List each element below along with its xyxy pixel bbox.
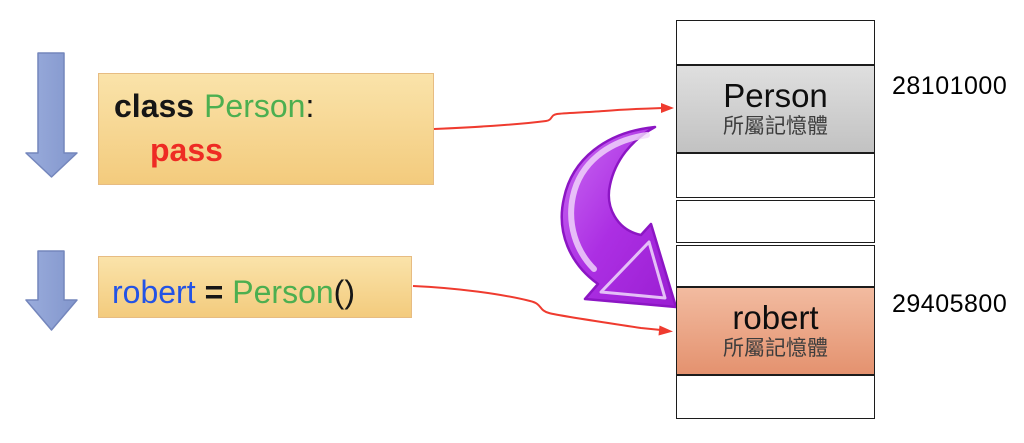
memory-cell-empty — [676, 20, 875, 65]
memory-cell-sublabel: 所屬記憶體 — [723, 337, 828, 360]
memory-cell-empty — [676, 375, 875, 419]
down-arrow-icon — [25, 52, 78, 178]
memory-cell-empty — [676, 153, 875, 198]
code-token-parens: () — [333, 274, 355, 310]
code-token-class-name: Person — [204, 88, 306, 124]
connector-arrow-icon — [412, 285, 673, 336]
code-token-keyword: class — [114, 88, 195, 124]
code-token-class-name: Person — [232, 274, 334, 310]
down-arrow-icon — [25, 250, 78, 331]
code-token-pass: pass — [150, 132, 223, 168]
connector-arrow-icon — [433, 103, 674, 130]
code-token-colon: : — [305, 88, 315, 124]
memory-cell-label: robert — [732, 299, 819, 336]
code-line: robert=Person() — [112, 270, 355, 314]
code-token-variable: robert — [112, 274, 196, 310]
memory-cell-label: Person — [723, 77, 828, 114]
memory-cell-sublabel: 所屬記憶體 — [723, 115, 828, 138]
memory-address-robert: 29405800 — [892, 290, 1008, 318]
memory-address-person: 28101000 — [892, 72, 1008, 100]
memory-cell-empty — [676, 200, 875, 243]
memory-cell-person: Person 所屬記憶體 — [676, 65, 875, 153]
code-box-instantiation: robert=Person() — [98, 256, 412, 318]
memory-cell-robert: robert 所屬記憶體 — [676, 287, 875, 375]
memory-cell-empty — [676, 245, 875, 287]
code-line: pass — [114, 128, 433, 172]
curved-arrow-icon — [560, 125, 678, 309]
code-token-operator: = — [204, 274, 224, 310]
